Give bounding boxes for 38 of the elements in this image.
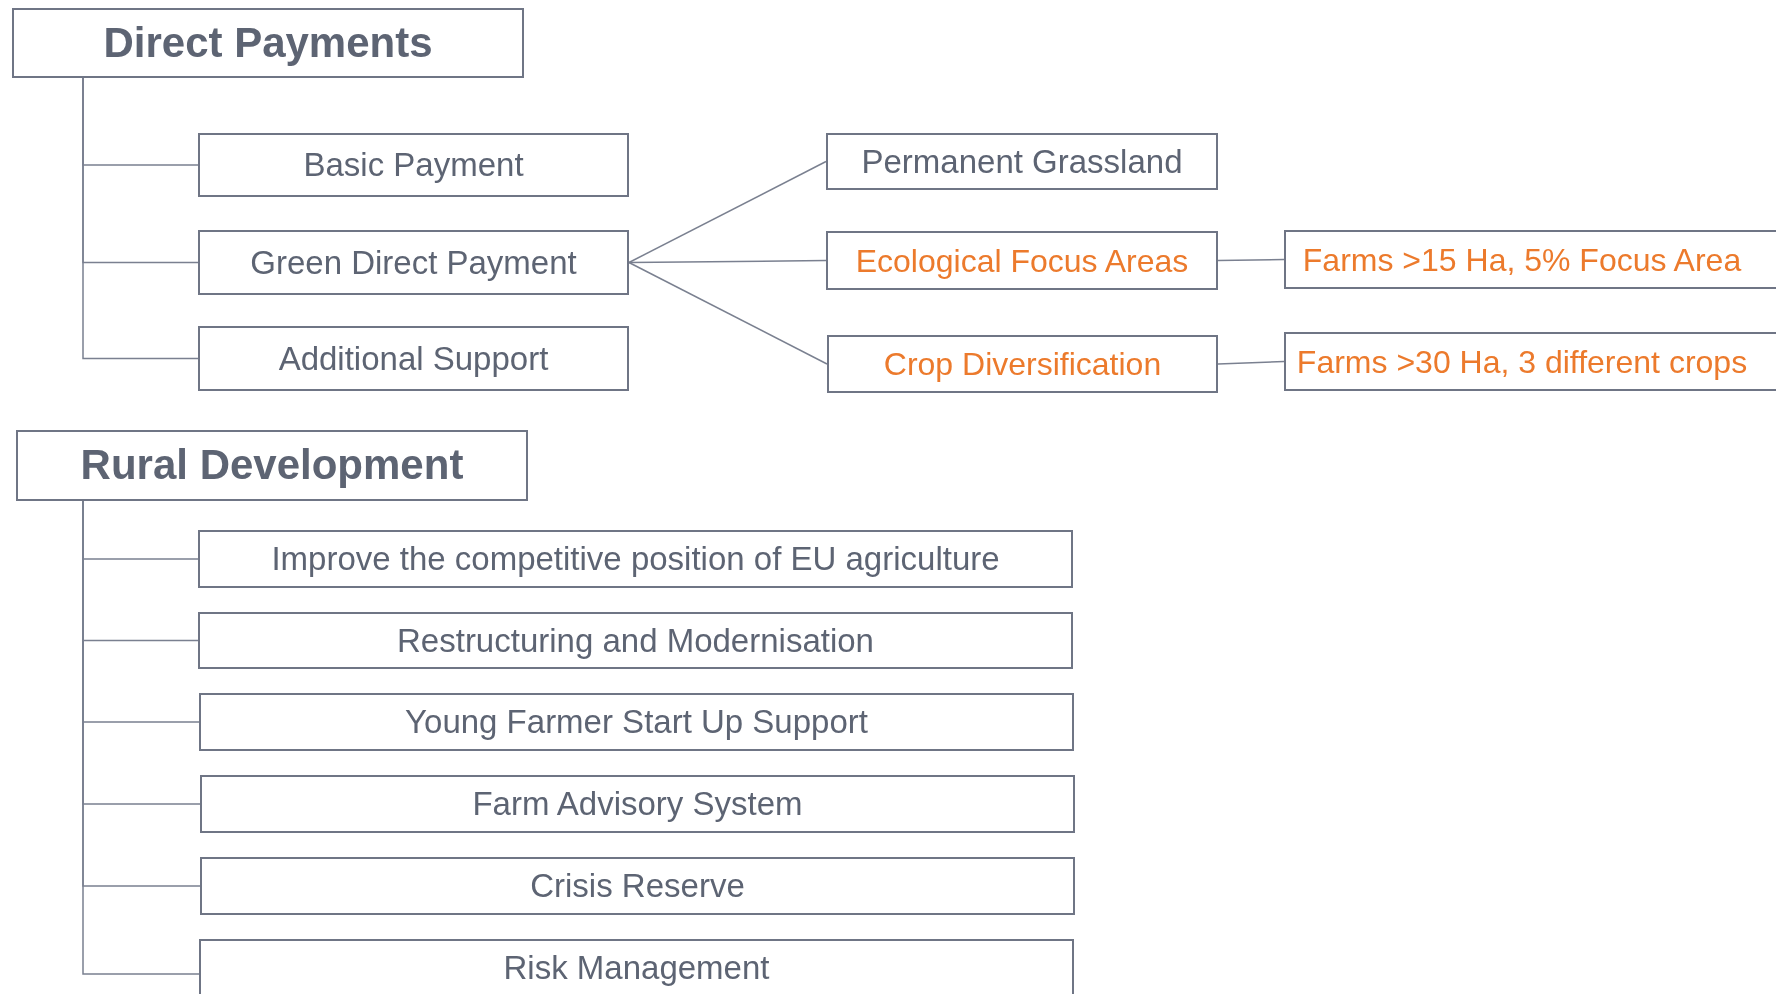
connector-line [82, 77, 199, 360]
item-box [198, 230, 629, 295]
item-box [198, 612, 1073, 669]
item-label: Farms >30 Ha, 3 different crops [1296, 342, 1748, 382]
item-box [827, 335, 1218, 393]
item-label: Farms >15 Ha, 5% Focus Area [1302, 240, 1742, 280]
connector-line [1217, 360, 1285, 365]
item-box [1284, 230, 1776, 289]
category-title: Direct Payments [103, 17, 433, 68]
category-title: Rural Development [80, 440, 464, 491]
item-label: Ecological Focus Areas [855, 241, 1189, 281]
item-label: Green Direct Payment [250, 242, 577, 283]
item-label: Additional Support [278, 338, 549, 379]
item-box [1284, 332, 1776, 391]
item-box [826, 133, 1218, 190]
connector-line [628, 261, 828, 365]
category-box [12, 8, 524, 78]
item-box [198, 530, 1073, 588]
item-box [200, 857, 1075, 915]
connector-line [1217, 258, 1285, 262]
item-label: Risk Management [503, 948, 770, 989]
item-label: Permanent Grassland [861, 141, 1183, 182]
item-label: Restructuring and Modernisation [397, 620, 874, 661]
item-label: Improve the competitive position of EU agriculture [271, 539, 1000, 580]
item-box [199, 939, 1074, 994]
item-box [199, 693, 1074, 751]
connector-line [628, 160, 827, 264]
item-box [200, 775, 1075, 833]
item-label: Farm Advisory System [472, 784, 803, 825]
item-label: Crisis Reserve [530, 866, 745, 907]
item-box [198, 326, 629, 391]
item-box [826, 231, 1218, 290]
connector-line [628, 259, 827, 264]
category-box [16, 430, 528, 501]
item-label: Basic Payment [303, 145, 524, 186]
item-label: Crop Diversification [883, 345, 1162, 384]
item-box [198, 133, 629, 197]
item-label: Young Farmer Start Up Support [405, 702, 868, 743]
